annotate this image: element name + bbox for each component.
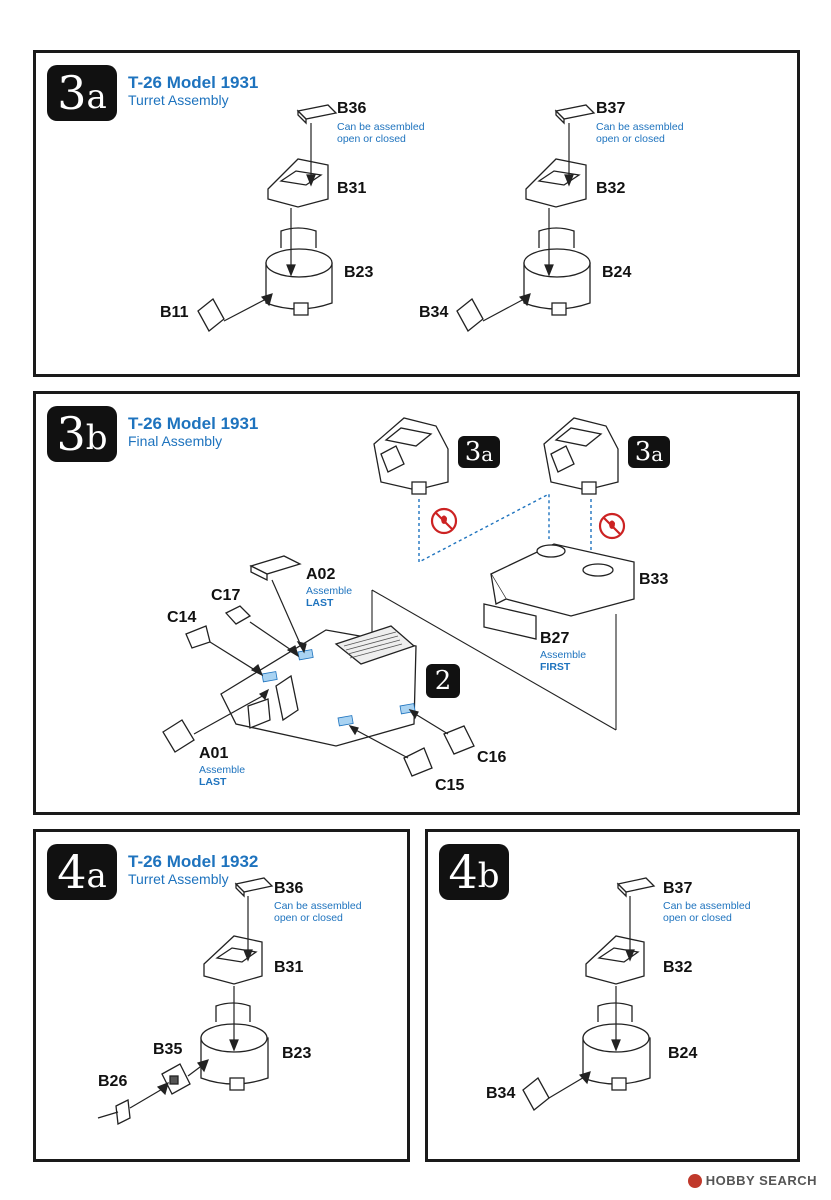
part-label-b31: B31: [337, 180, 367, 197]
part-label-b37: B37: [663, 880, 693, 897]
part-label-b31: B31: [274, 959, 304, 976]
reference-badge-2-hull: 2: [426, 664, 460, 698]
panel-title: T-26 Model 1932: [128, 852, 259, 871]
panel-title: T-26 Model 1931: [128, 414, 259, 433]
part-label-c14: C14: [167, 609, 197, 626]
part-label-a01: A01: [199, 745, 229, 762]
part-label-b34: B34: [486, 1085, 516, 1102]
panel-title: T-26 Model 1931: [128, 73, 259, 92]
final-assembly-drawing: [162, 417, 635, 777]
watermark: HOBBY SEARCH: [687, 1173, 817, 1188]
turret-assembly-1932-drawing: [97, 877, 274, 1125]
part-label-b24: B24: [602, 264, 632, 281]
part-label-b35: B35: [153, 1041, 183, 1058]
part-label-b23: B23: [344, 264, 374, 281]
turret-assembly-4b-drawing: [522, 877, 656, 1111]
part-label-b32: B32: [663, 959, 693, 976]
panel-subtitle: Final Assembly: [128, 433, 223, 449]
hobby-search-logo-icon: [687, 1173, 702, 1188]
part-label-c17: C17: [211, 587, 241, 604]
turret-assembly-left-drawing: [197, 104, 596, 332]
part-label-b11: B11: [160, 304, 189, 321]
part-label-b33: B33: [639, 571, 669, 588]
part-label-b34: B34: [419, 304, 449, 321]
part-label-b36: B36: [337, 100, 367, 117]
part-label-c15: C15: [435, 777, 465, 794]
part-label-b26: B26: [98, 1073, 128, 1090]
part-label-b27: B27: [540, 630, 570, 647]
part-label-b37: B37: [596, 100, 626, 117]
part-label-c16: C16: [477, 749, 507, 766]
part-label-b24: B24: [668, 1045, 698, 1062]
part-label-a02: A02: [306, 566, 336, 583]
panel-subtitle: Turret Assembly: [128, 92, 229, 108]
part-label-b32: B32: [596, 180, 626, 197]
part-label-b36: B36: [274, 880, 304, 897]
panel-subtitle: Turret Assembly: [128, 871, 229, 887]
part-label-b23: B23: [282, 1045, 312, 1062]
